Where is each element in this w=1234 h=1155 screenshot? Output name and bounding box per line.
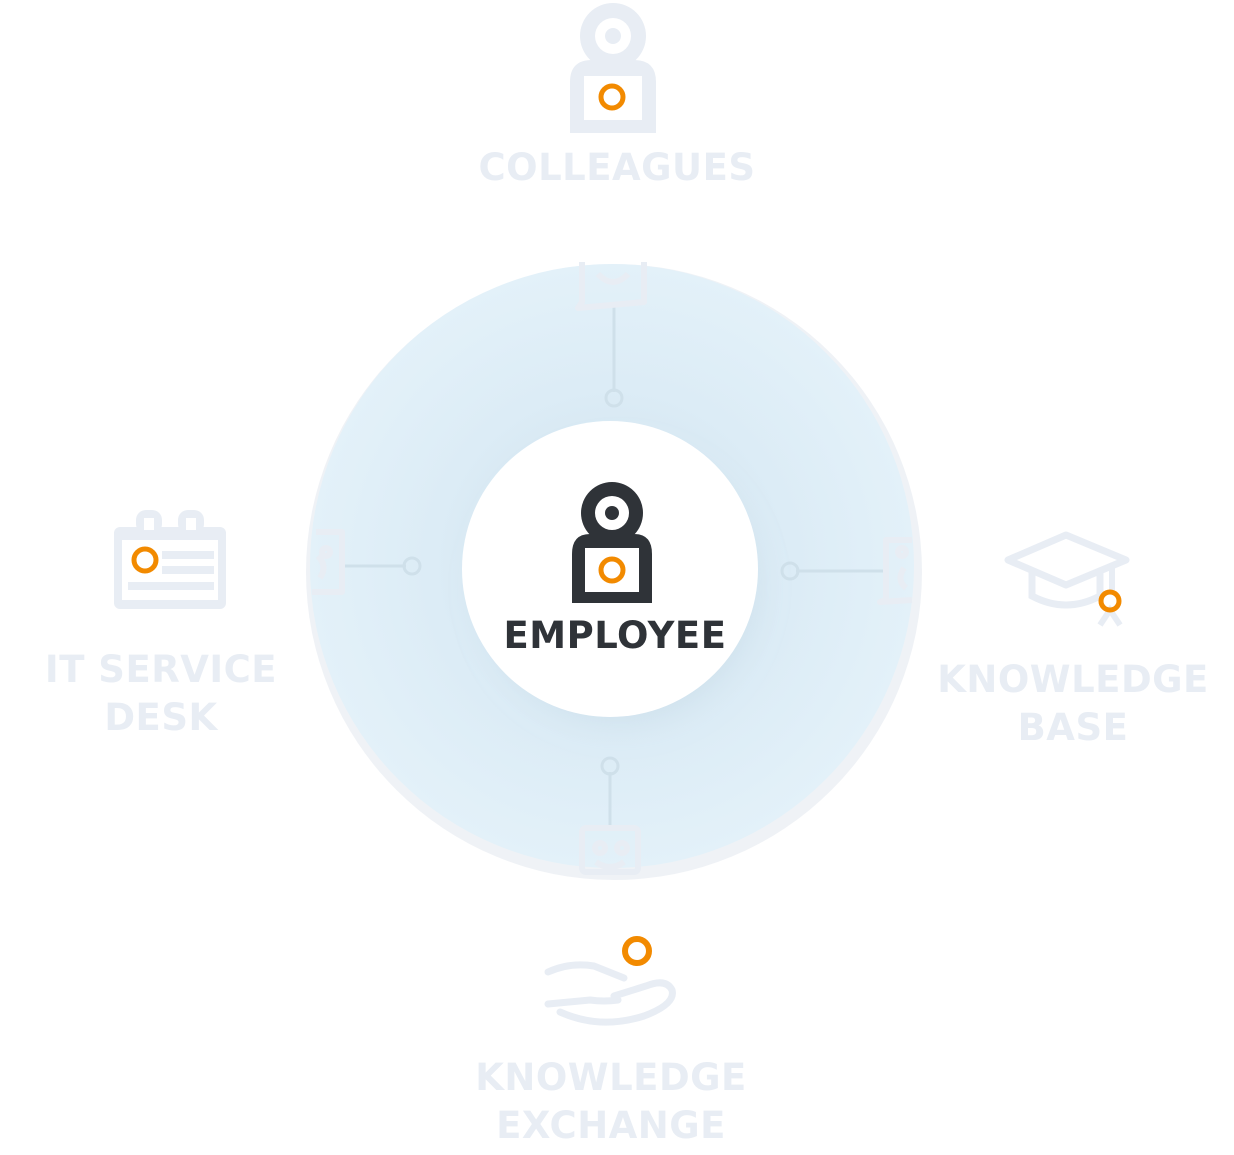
giving-hand-icon <box>544 936 676 1026</box>
colleagues-label: COLLEAGUES <box>478 146 756 189</box>
id-card-icon <box>114 510 226 609</box>
connector-left-dot <box>402 556 422 576</box>
robot-face-icon-bottom <box>579 825 641 875</box>
connector-bottom-dot <box>600 756 620 776</box>
connector-right-dot <box>780 561 800 581</box>
chat-bubble-icon-right <box>877 537 913 605</box>
employee-label: EMPLOYEE <box>503 614 727 657</box>
chat-bubble-icon-left <box>312 529 345 595</box>
employee-icon <box>572 482 652 603</box>
graduation-cap-icon <box>1004 531 1130 627</box>
connectors <box>342 304 884 826</box>
it-service-desk-label: IT SERVICE DESK <box>44 648 278 739</box>
person-badge-icon <box>570 3 656 133</box>
knowledge-exchange-label: KNOWLEDGE EXCHANGE <box>475 1056 747 1147</box>
connector-top-dot <box>604 388 624 408</box>
knowledge-base-label: KNOWLEDGE BASE <box>937 658 1209 749</box>
chat-bubble-icon-top <box>575 262 647 311</box>
